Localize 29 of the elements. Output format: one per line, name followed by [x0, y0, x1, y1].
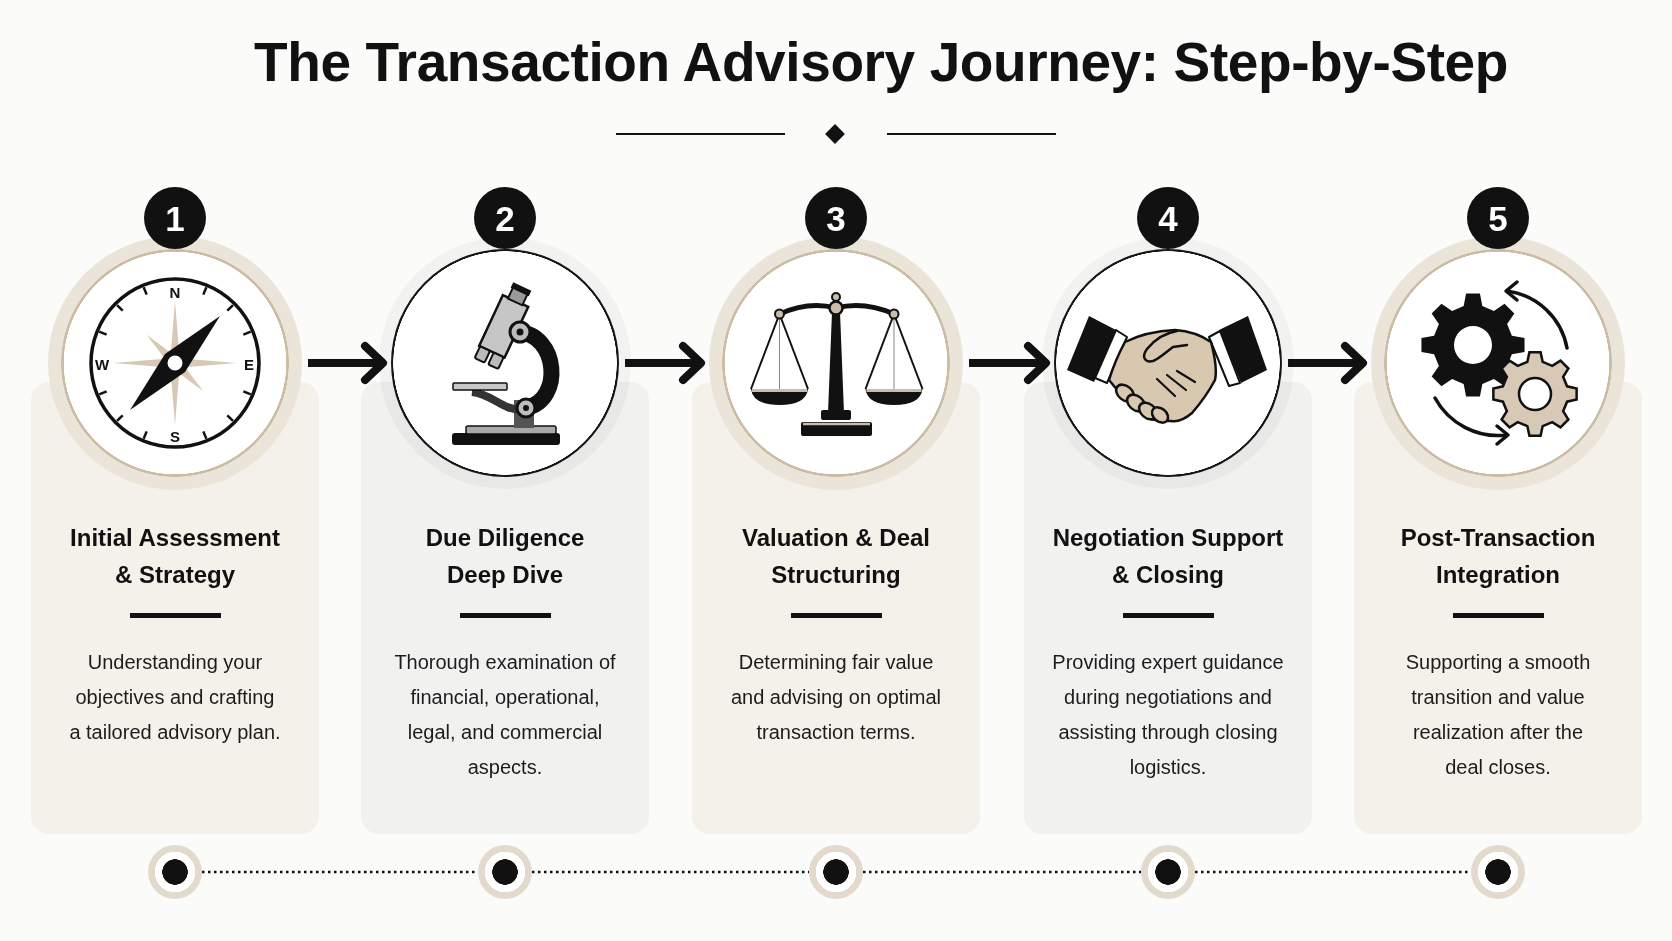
compass-letter: N [169, 284, 181, 300]
compass-letter: W [94, 356, 110, 372]
dotted-line [532, 870, 809, 874]
step-description: Thorough examination of financial, operational, legal, and commercial aspects. [393, 650, 617, 780]
step-number: 1 [144, 187, 206, 249]
step-title: Initial Assessment & Strategy [69, 523, 281, 590]
compass-letter: E [244, 356, 254, 372]
step-description: Understanding your objectives and crafting a tailored advisory plan. [68, 650, 282, 745]
dotted-line [202, 870, 478, 874]
step-number: 5 [1467, 187, 1529, 249]
dotted-line [1195, 870, 1471, 874]
compass-letter: S [170, 428, 180, 444]
step-title: Post-Transaction Integration [1399, 523, 1597, 590]
step-title: Negotiation Support & Closing [1051, 523, 1285, 590]
step-number: 3 [805, 187, 867, 249]
step-title: Valuation & Deal Structuring [740, 523, 932, 590]
timeline-dot [478, 845, 532, 899]
timeline-dot [148, 845, 202, 899]
step-description: Determining fair value and advising on optimal transaction terms. [729, 650, 943, 745]
timeline-dot [809, 845, 863, 899]
step-number: 4 [1137, 187, 1199, 249]
step-description: Supporting a smooth transition and value realization after the deal closes. [1404, 650, 1592, 780]
timeline-dot [1141, 845, 1195, 899]
step-description: Providing expert guidance during negotiations and assisting through closing logistics. [1051, 650, 1285, 780]
dotted-line [863, 870, 1141, 874]
step-title: Due Diligence Deep Dive [424, 523, 586, 590]
title: The Transaction Advisory Journey: Step-by-Step [254, 30, 1508, 94]
timeline-dot [1471, 845, 1525, 899]
step-number: 2 [474, 187, 536, 249]
